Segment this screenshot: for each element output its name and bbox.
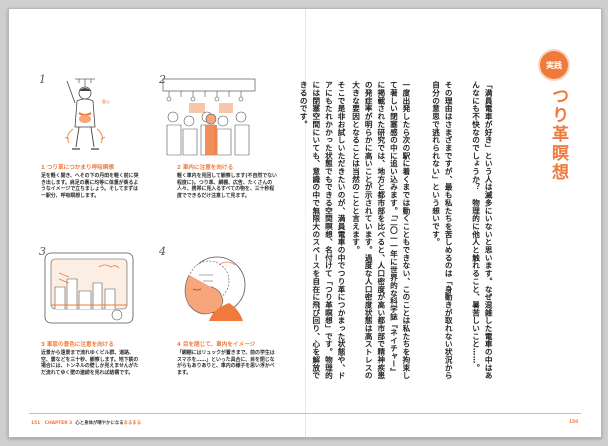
illustration-2: 2 bbox=[159, 73, 259, 159]
panel-number-4: 4 bbox=[159, 245, 166, 258]
page-title: つり革瞑想 bbox=[548, 87, 568, 182]
chapter-accent: まるまる bbox=[123, 421, 142, 426]
panel-3-body: 近景から遠景まで流れゆくビル群、道路、空、雲などを三十秒、観察します。地下鉄の場… bbox=[41, 350, 139, 376]
panel-number-1: 1 bbox=[39, 73, 46, 86]
panel-2-body: 軽く車内を見回して観察します(不自然でない程度に)。つり革、網棚、広告、たくさん… bbox=[177, 173, 277, 199]
practice-badge: 実践 bbox=[540, 51, 568, 79]
crowded-train-illustration-icon bbox=[162, 78, 256, 156]
panel-2-title: 2 車内に注意を向ける bbox=[177, 165, 234, 171]
left-footer: 151 CHAPTER 3 心と身体が晴やかになるまるまる bbox=[31, 420, 141, 426]
panel-number-3: 3 bbox=[39, 245, 46, 258]
illustration-1: 1 重心 bbox=[39, 73, 131, 159]
closed-eyes-illustration-icon bbox=[184, 256, 246, 321]
panel-1-title: 1 つり革につかまり呼吸瞑想 bbox=[41, 165, 114, 171]
paragraph-4: そこで是非お試しいただきたいのが、満員電車の中でつり革につかまった状態や、ドアに… bbox=[299, 81, 346, 380]
panel-3-title: 3 車窓の景色に注意を向ける bbox=[41, 342, 114, 348]
page-gutter bbox=[305, 9, 306, 437]
paragraph-1: 「満員電車が好き」という人は滅多にいないと思います。なぜ混雑した電車の中はあんな… bbox=[471, 81, 494, 380]
panel-number-2: 2 bbox=[159, 73, 166, 86]
panel-1-body: 足を軽く開き、へその下の丹田を軽く前に突き出します。肩足の裏に均等に体重が乗るよ… bbox=[41, 173, 139, 199]
svg-text:重心: 重心 bbox=[102, 98, 110, 104]
left-page-number: 151 bbox=[31, 421, 41, 426]
chapter-title: 心と身体が晴やかになる bbox=[75, 421, 124, 426]
illustration-3: 3 bbox=[39, 245, 139, 331]
footer-rule bbox=[29, 413, 581, 414]
illustration-4: 4 bbox=[159, 245, 259, 331]
paragraph-2: その理由はさまざまですが、最も私たちを苦しめるのは「身動きが取れない状況から自分… bbox=[431, 81, 454, 380]
paragraph-3: 一度出発したら次の駅に着くまでは動くこともできない、このことは私たちを拘束して著… bbox=[351, 81, 411, 380]
panel-4-body: 「網棚にはリュックが置きまで、前の学生はスマホを……」といった具合に、目を閉じな… bbox=[177, 350, 275, 376]
chapter-label: CHAPTER 3 bbox=[44, 421, 73, 426]
window-view-illustration-icon bbox=[44, 252, 134, 324]
panel-4-title: 4 目を閉じて、車内をイメージ bbox=[177, 342, 256, 348]
person-breathing-illustration-icon: 重心 bbox=[64, 78, 110, 150]
right-page-number: 150 bbox=[569, 420, 579, 425]
book-spread: 1 重心 1 つり革につかまり呼吸瞑想 足を軽く開き、へその下の丹田を軽く前に突… bbox=[8, 8, 602, 438]
